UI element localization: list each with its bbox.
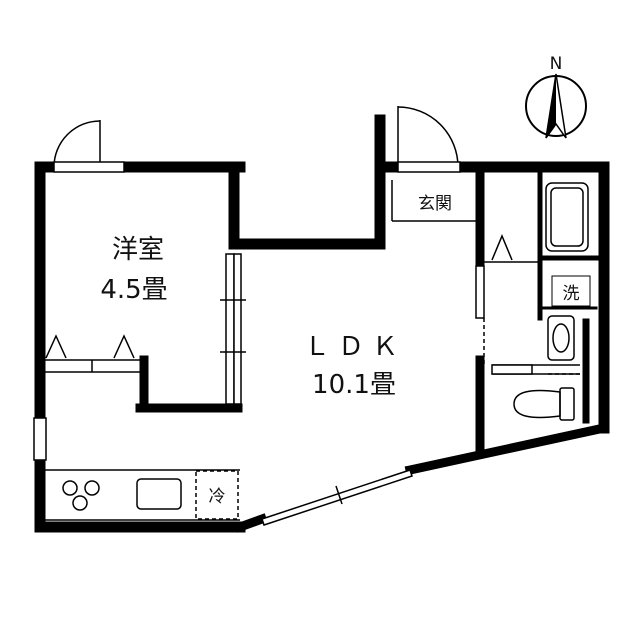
dashed-guides [195,318,580,520]
sliding-doors [33,253,533,526]
entrance-label: 玄関 [418,194,452,214]
refrigerator-label: 冷 [209,487,226,507]
wash-basin-icon [547,315,575,361]
toilet-icon [513,387,575,421]
compass: N [525,54,587,139]
western-room-name: 洋室 [112,235,164,265]
western-room-size: 4.5畳 [100,275,167,305]
washroom-label: 洗 [563,284,580,304]
compass-north-label: N [550,54,563,74]
ldk-name: ＬＤＫ [304,332,406,362]
refrigerator-space [195,470,239,520]
washroom-label-box [551,275,591,307]
closet-fold-doors [45,234,513,359]
bathtub-icon [545,182,589,252]
walls [34,114,610,533]
ldk-size: 10.1畳 [312,370,396,400]
stove-icon [62,480,100,511]
thin-partitions [44,180,580,521]
compass-needle-fill [546,74,556,138]
kitchen-sink-icon [136,478,182,510]
swing-doors [53,106,461,173]
